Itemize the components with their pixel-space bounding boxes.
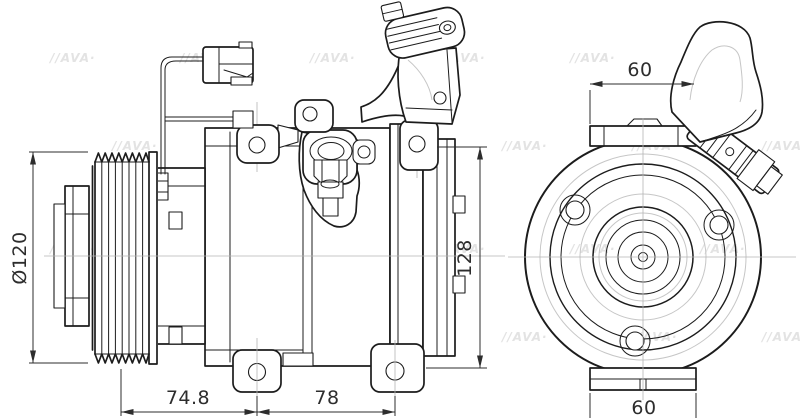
compressor-body <box>204 127 391 367</box>
watermark-text: //AVA· <box>698 242 746 256</box>
wire-terminal <box>232 110 254 129</box>
bolt-ears <box>559 194 735 357</box>
watermark-text: //AVA· <box>568 242 616 256</box>
pulley <box>91 151 158 365</box>
fitting-arm <box>360 61 405 123</box>
aux-lug <box>352 139 376 165</box>
discharge-fitting <box>360 1 466 125</box>
dim-rear-mount-spacing: 78 <box>257 340 396 416</box>
mounting-arm <box>669 21 764 143</box>
watermark-text: //AVA· <box>110 139 158 153</box>
dimensions: Ø120 74.8 78 128 60 60 <box>9 59 697 418</box>
fitting-neck <box>397 47 461 125</box>
dim-top-mount-width: 60 <box>589 59 694 124</box>
wire-harness <box>160 56 254 175</box>
hex-fitting <box>313 159 348 183</box>
dim-body-height-label: 128 <box>454 239 476 277</box>
dim-rear-mount-spacing-label: 78 <box>314 387 339 409</box>
port-casting <box>298 129 361 228</box>
top-bracket <box>236 99 376 172</box>
watermark-text: //AVA· <box>308 51 356 65</box>
watermark-text: //AVA· <box>48 51 96 65</box>
right-foot <box>370 343 425 393</box>
dim-pulley-diameter-label: Ø120 <box>9 231 31 284</box>
watermark-text: //AVA· <box>500 139 548 153</box>
side-view <box>44 1 505 393</box>
watermark-text: //AVA· <box>568 51 616 65</box>
rear-plate <box>389 123 466 370</box>
fitting-flange <box>380 1 466 59</box>
watermark-text: //AVA· <box>500 330 548 344</box>
rear-view <box>508 21 796 400</box>
dim-front-mount-spacing-label: 74.8 <box>166 387 210 409</box>
dim-top-mount-width-label: 60 <box>627 59 652 81</box>
dim-front-mount-spacing: 74.8 <box>120 338 258 416</box>
dim-pulley-diameter: Ø120 <box>9 151 88 364</box>
watermark-text: //AVA· <box>760 330 800 344</box>
watermark-text: //AVA· <box>760 139 800 153</box>
electrical-connector <box>202 41 254 86</box>
dim-body-height: 128 <box>426 146 487 369</box>
dim-bottom-mount-width-label: 60 <box>631 397 656 418</box>
dim-bottom-mount-width: 60 <box>589 393 697 418</box>
